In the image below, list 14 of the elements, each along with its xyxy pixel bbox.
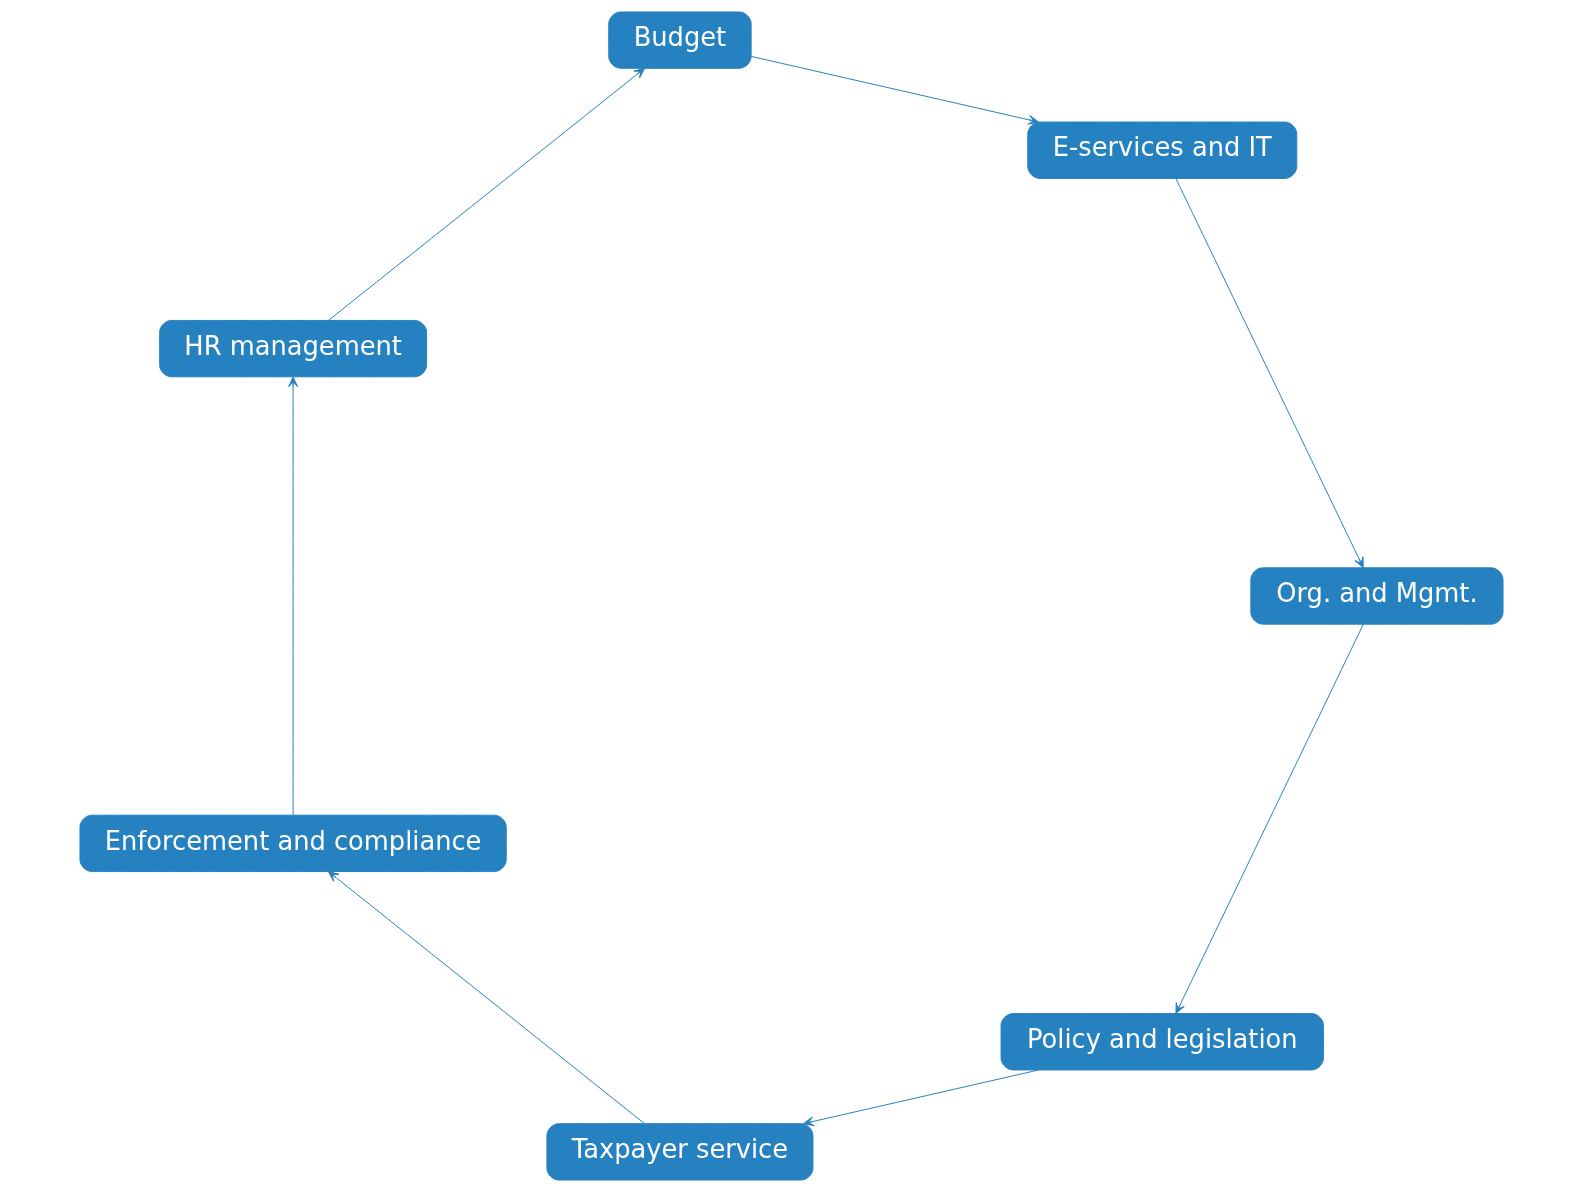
arrow [1175,177,1364,569]
node-box: E-services and IT [1027,121,1298,179]
arrow [327,67,645,321]
arrow [288,376,299,816]
node-box: Org. and Mgmt. [1250,567,1504,625]
arrow [1175,623,1364,1014]
node-box: HR management [159,319,428,378]
node-box: Taxpayer service [546,1123,814,1181]
node-box: Enforcement and compliance [79,814,507,873]
arrow [803,1069,1040,1127]
arrow [750,55,1039,125]
arrow [328,871,646,1125]
node-box: Budget [608,11,752,69]
node-box: Policy and legislation [1000,1013,1324,1071]
